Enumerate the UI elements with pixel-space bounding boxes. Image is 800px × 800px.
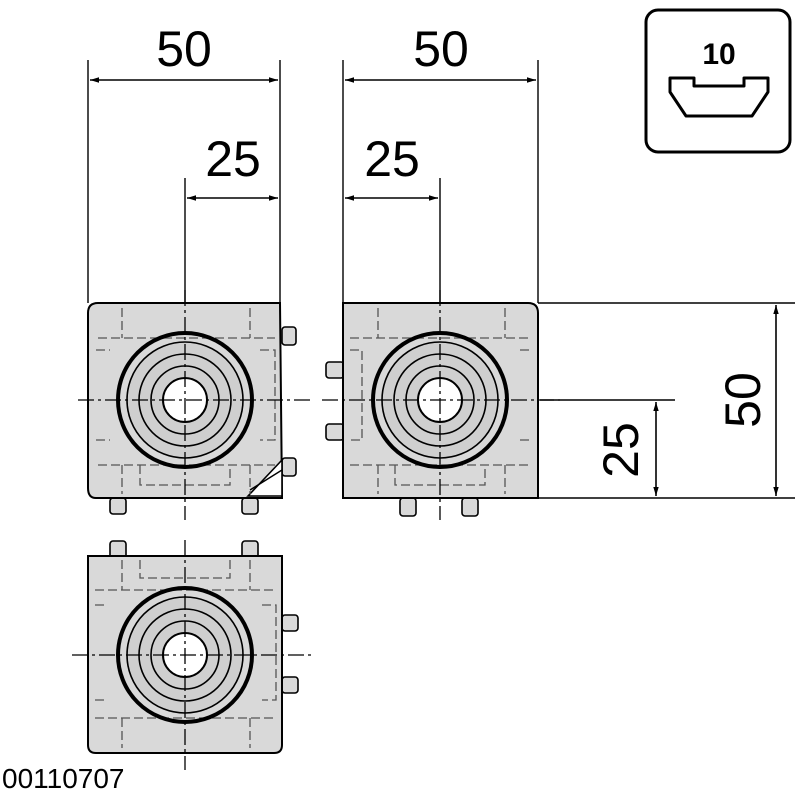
pin bbox=[109, 497, 127, 515]
dimension-top-left-25: 25 bbox=[184, 131, 278, 303]
dimension-label: 50 bbox=[715, 372, 771, 428]
badge-frame bbox=[644, 8, 792, 154]
cube-view-bottom bbox=[72, 540, 312, 770]
dimension-label: 25 bbox=[364, 131, 420, 187]
pin bbox=[325, 423, 345, 441]
slot-size-badge: 10 bbox=[644, 8, 792, 154]
pin bbox=[281, 326, 297, 346]
slot-size-label: 10 bbox=[702, 38, 735, 71]
dimension-label: 25 bbox=[593, 422, 649, 478]
pin bbox=[399, 497, 417, 517]
dimension-label: 25 bbox=[205, 131, 261, 187]
dimension-right-25: 25 bbox=[540, 399, 675, 496]
dimension-right-50: 50 bbox=[538, 302, 795, 499]
reference-number: 00110707 bbox=[2, 763, 125, 794]
slot-profile-icon bbox=[668, 76, 770, 118]
dimension-top-right-25: 25 bbox=[345, 131, 441, 303]
pin bbox=[281, 457, 297, 477]
pin bbox=[461, 497, 479, 517]
cube-view-top-left bbox=[78, 290, 312, 520]
corner-chamfer bbox=[246, 457, 283, 497]
dimension-label: 50 bbox=[413, 21, 469, 77]
pin bbox=[281, 676, 299, 694]
dimension-label: 50 bbox=[156, 21, 212, 77]
dimension-top-left-50: 50 bbox=[87, 21, 281, 303]
pin bbox=[241, 497, 259, 515]
cube-view-top-right bbox=[322, 290, 560, 520]
pin bbox=[281, 614, 299, 632]
pin bbox=[325, 361, 345, 379]
dimension-top-right-50: 50 bbox=[342, 21, 539, 303]
